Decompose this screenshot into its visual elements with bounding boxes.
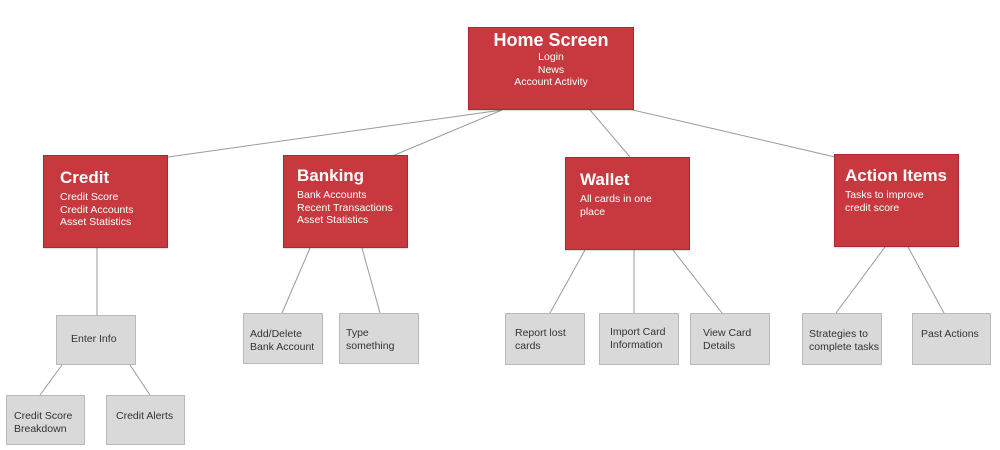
node-label: Bank Account	[250, 341, 315, 353]
node-line: Account Activity	[514, 76, 588, 88]
node-line: Bank Accounts	[297, 189, 367, 201]
import-card-information-node[interactable]: Import Card Information	[599, 313, 679, 365]
node-title: Action Items	[845, 166, 948, 185]
node-lines: Credit Score Credit Accounts Asset Stati…	[60, 191, 167, 229]
node-label: View Card	[703, 327, 752, 339]
node-label: Type	[346, 327, 369, 339]
node-label: Details	[703, 340, 736, 352]
view-card-details-node[interactable]: View Card Details	[690, 313, 770, 365]
node-label: Past Actions	[921, 328, 979, 340]
node-lines: Bank Accounts Recent Transactions Asset …	[297, 189, 407, 227]
node-label: Credit Score	[14, 410, 73, 422]
node-title: Wallet	[580, 170, 630, 189]
node-lines: Login News Account Activity	[469, 51, 633, 89]
connector-wallet-report-lost	[549, 249, 586, 314]
node-line: All cards in one	[580, 193, 652, 205]
connector-enter-info-score-breakdown	[39, 364, 63, 396]
home-screen-node[interactable]: Home Screen Login News Account Activity	[468, 27, 634, 110]
node-line: Credit Accounts	[60, 203, 134, 216]
banking-node[interactable]: Banking Bank Accounts Recent Transaction…	[283, 155, 408, 248]
connector-banking-add-delete	[281, 247, 311, 314]
node-title: Banking	[297, 166, 365, 185]
credit-node[interactable]: Credit Credit Score Credit Accounts Asse…	[43, 155, 168, 248]
action-items-node[interactable]: Action Items Tasks to improve credit sco…	[834, 154, 959, 247]
credit-alerts-node[interactable]: Credit Alerts	[106, 395, 185, 445]
node-line: Tasks to improve	[845, 189, 924, 201]
connector-enter-info-alerts	[129, 364, 151, 396]
node-label: Credit Alerts	[116, 410, 174, 422]
report-lost-cards-node[interactable]: Report lost cards	[505, 313, 585, 365]
add-delete-bank-account-node[interactable]: Add/Delete Bank Account	[243, 313, 323, 364]
node-label: Enter Info	[71, 333, 117, 345]
node-line: Recent Transactions	[297, 201, 393, 214]
node-label: Report lost	[515, 327, 566, 339]
wallet-node[interactable]: Wallet All cards in one place	[565, 157, 690, 250]
node-label: Import Card	[610, 326, 666, 338]
strategies-node[interactable]: Strategies to complete tasks	[802, 313, 882, 365]
node-line: Asset Statistics	[60, 216, 132, 228]
connector-wallet-view-card	[672, 249, 723, 314]
enter-info-node[interactable]: Enter Info	[56, 315, 136, 365]
node-line: Login	[538, 51, 564, 63]
connector-action-items-past-actions	[907, 246, 945, 314]
node-title: Home Screen	[493, 30, 609, 50]
node-label: Breakdown	[14, 423, 67, 435]
node-line: place	[580, 205, 606, 218]
node-label: cards	[515, 340, 541, 352]
node-lines: All cards in one place	[580, 193, 689, 218]
connector-banking-type-something	[361, 247, 381, 314]
credit-score-breakdown-node[interactable]: Credit Score Breakdown	[6, 395, 85, 445]
connector-action-items-strategies	[835, 246, 886, 314]
node-label: Add/Delete	[250, 328, 302, 340]
node-line: Asset Statistics	[297, 214, 369, 226]
connector-home-banking	[389, 109, 503, 158]
node-label: something	[346, 340, 395, 352]
node-title: Credit	[60, 168, 110, 187]
node-label: Strategies to	[809, 328, 868, 340]
node-line: News	[537, 63, 565, 76]
type-something-node[interactable]: Type something	[339, 313, 419, 364]
past-actions-node[interactable]: Past Actions	[912, 313, 991, 365]
node-line: credit score	[845, 201, 900, 214]
node-label: complete tasks	[809, 341, 880, 353]
node-line: Credit Score	[60, 191, 119, 203]
node-label: Information	[610, 339, 663, 351]
node-lines: Tasks to improve credit score	[845, 189, 958, 214]
connector-home-action-items	[632, 109, 836, 158]
connector-home-credit	[167, 109, 503, 158]
connector-home-wallet	[589, 109, 631, 158]
